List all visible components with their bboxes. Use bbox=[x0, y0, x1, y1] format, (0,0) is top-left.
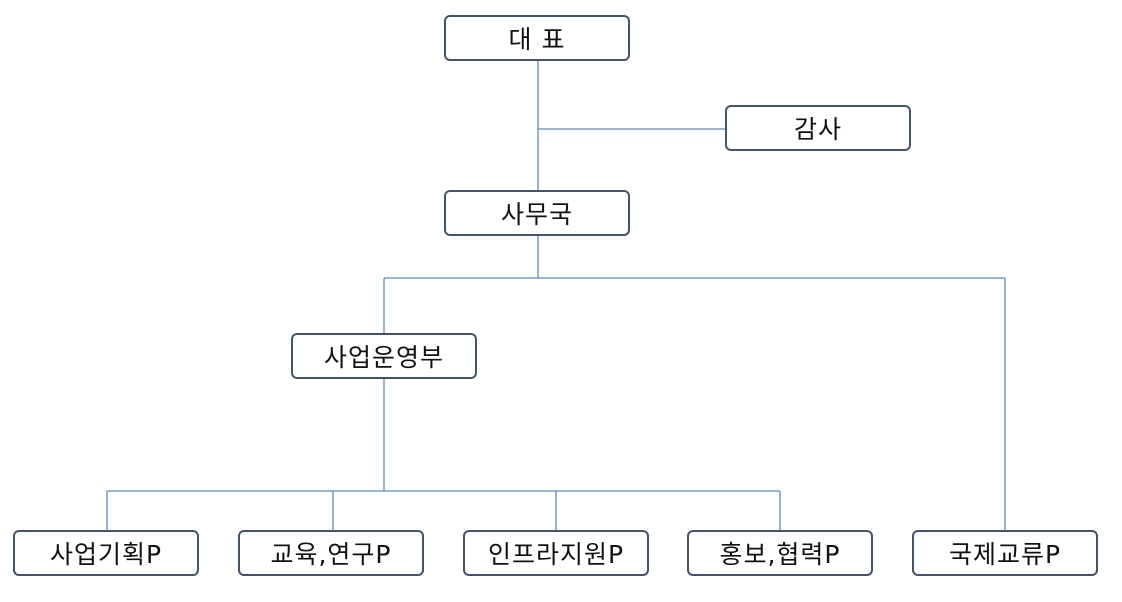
node-infra: 인프라지원P bbox=[463, 530, 649, 576]
node-audit: 감사 bbox=[725, 105, 911, 151]
node-pr: 홍보,협력P bbox=[687, 530, 873, 576]
node-ceo: 대 표 bbox=[444, 15, 630, 61]
node-planning: 사업기획P bbox=[13, 530, 199, 576]
node-secretariat: 사무국 bbox=[444, 190, 630, 236]
node-operations: 사업운영부 bbox=[291, 333, 477, 379]
node-education: 교육,연구P bbox=[238, 530, 424, 576]
node-international: 국제교류P bbox=[912, 530, 1098, 576]
